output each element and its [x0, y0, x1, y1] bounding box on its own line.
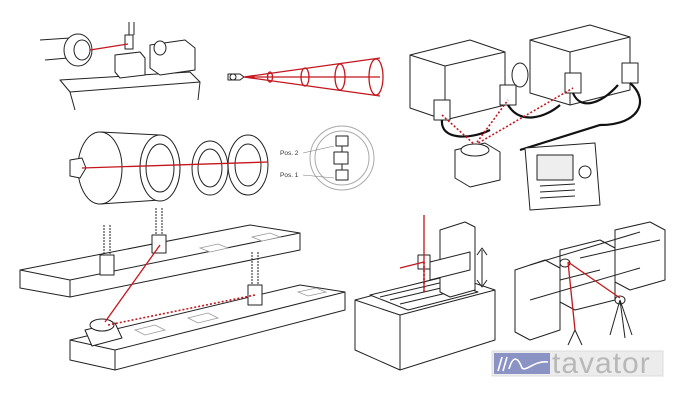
pos2-label: Pos. 2 [280, 150, 299, 157]
pos1-label: Pos. 1 [280, 172, 299, 179]
laser-beam-illustration [227, 57, 384, 97]
bore-alignment-illustration [69, 131, 269, 205]
logo-mark [494, 353, 550, 374]
logo-text: tavator [552, 347, 651, 380]
tavator-logo: tavator [491, 347, 664, 380]
position-diagram: Pos. 2 Pos. 1 [280, 125, 375, 191]
rail-straightness-illustration [19, 208, 346, 371]
lathe-illustration [39, 22, 201, 111]
roller-frame-illustration [514, 221, 666, 346]
machine-train-illustration [409, 24, 641, 211]
milling-machine-illustration [354, 215, 496, 371]
